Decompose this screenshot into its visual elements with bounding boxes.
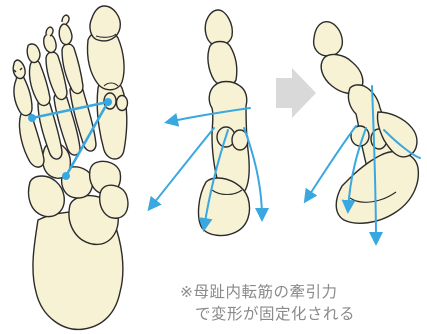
caption-line-2: で変形が固定化される xyxy=(195,307,355,323)
first-ray-normal xyxy=(199,10,250,235)
right-arrow-icon xyxy=(276,68,316,118)
caption-line-1: ※母趾内転筋の牽引力 xyxy=(180,285,338,301)
first-ray-deformed xyxy=(314,22,419,224)
